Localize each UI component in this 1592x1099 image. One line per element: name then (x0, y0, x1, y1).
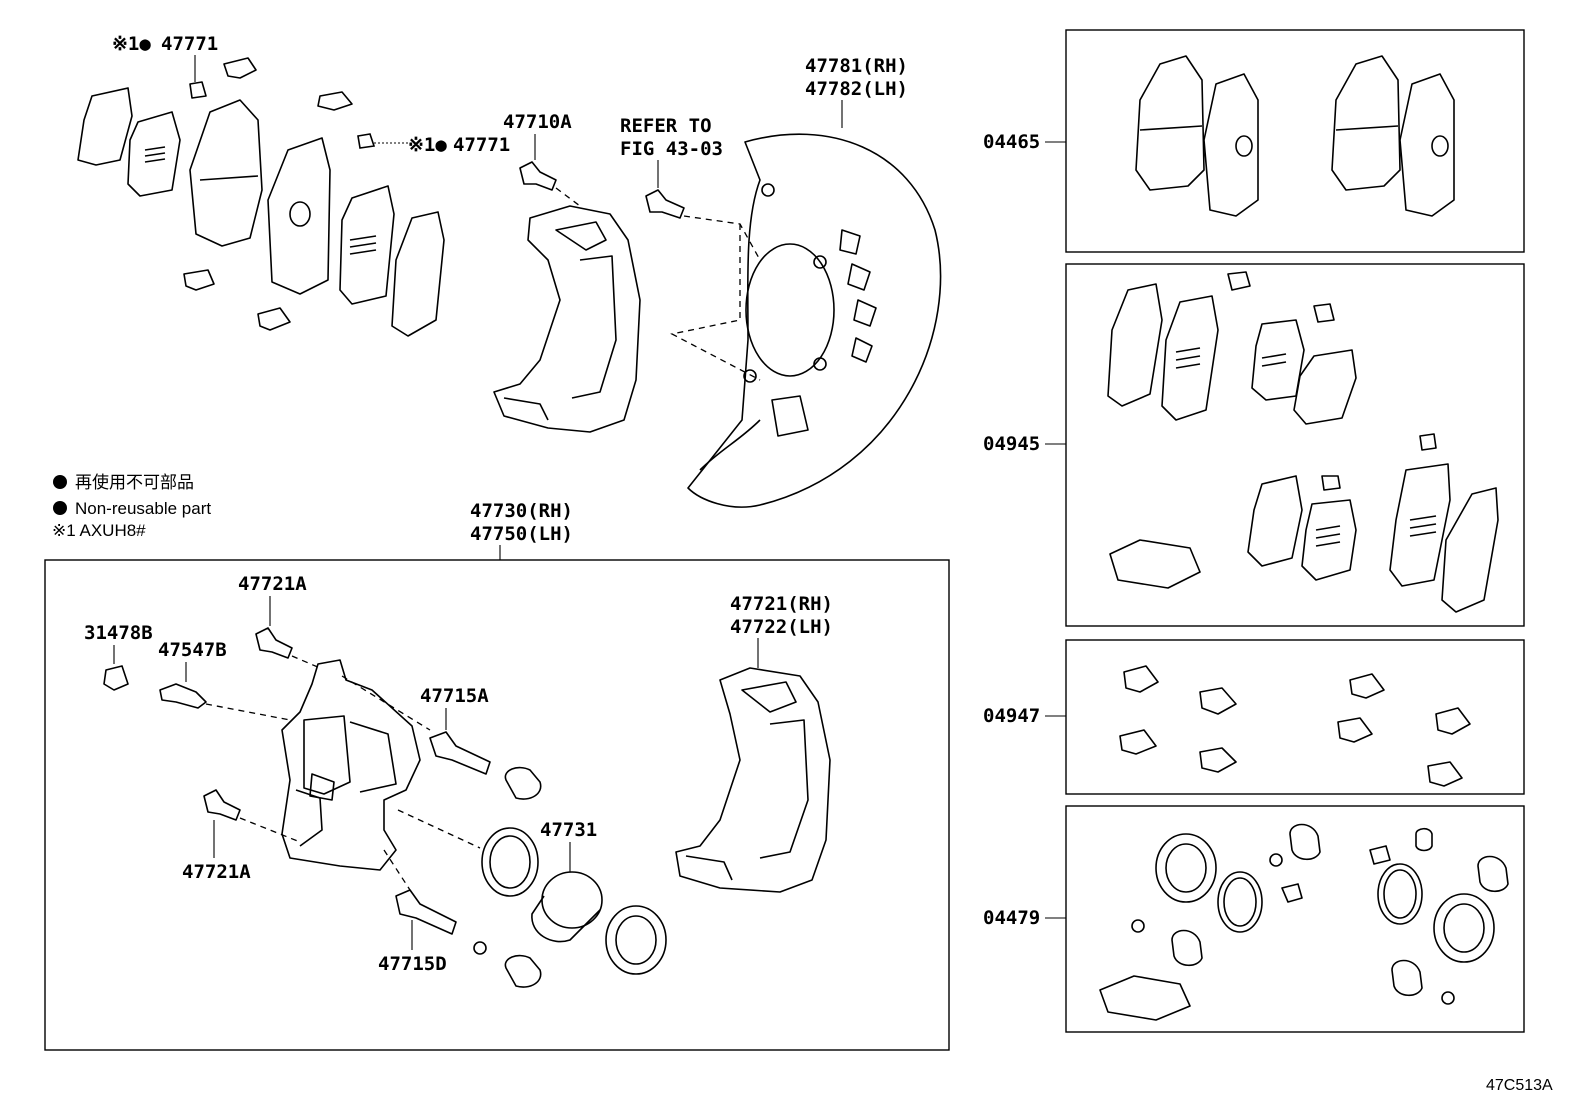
kit-shims-box (1065, 263, 1525, 627)
legend-bullet-2 (53, 501, 67, 515)
bolt-47721a-upper (255, 627, 293, 659)
clip-top-marks: ※1● (112, 33, 151, 55)
kit-pads-box (1065, 29, 1525, 253)
legend-line3: ※1 AXUH8# (52, 521, 146, 540)
pad-shim-group (77, 57, 445, 337)
bolt-47721a-lower (203, 789, 241, 821)
caliper-rh-label: 47730(RH) (470, 500, 573, 522)
shield-lh-label: 47782(LH) (805, 78, 908, 100)
clip-set-04947 (1119, 665, 1471, 787)
caliper-mounting-bracket (675, 667, 831, 893)
shim-set-04945 (1107, 271, 1499, 613)
bolt-refer (645, 189, 685, 219)
bolt-47710a (519, 161, 557, 191)
kit-shims-label: 04945 (983, 433, 1040, 455)
pin-a-label: 47715A (420, 685, 489, 707)
seal-set-04479 (1099, 823, 1509, 1021)
refer-line2: FIG 43-03 (620, 138, 723, 160)
small-washer (473, 941, 487, 955)
bolt-lower-label: 47721A (182, 861, 251, 883)
kit-clips-box (1065, 639, 1525, 795)
bleeder-47547b (159, 683, 207, 709)
shield-rh-label: 47781(RH) (805, 55, 908, 77)
caliper-assembly-box (44, 559, 950, 1051)
boot-upper (504, 766, 542, 800)
bolt-upper-label: 47721A (238, 573, 307, 595)
kit-seals-box (1065, 805, 1525, 1033)
clip-top-label: 47771 (161, 33, 218, 55)
mount-lh-label: 47722(LH) (730, 616, 833, 638)
bolt-mount-label: 47710A (503, 111, 572, 133)
refer-line1: REFER TO (620, 115, 712, 137)
caliper-body (281, 659, 421, 871)
mount-rh-label: 47721(RH) (730, 593, 833, 615)
caliper-lh-label: 47750(LH) (470, 523, 573, 545)
clip-mid-marks: ※1● (408, 134, 447, 156)
pin-47715a (429, 731, 491, 775)
cap-label: 31478B (84, 622, 153, 644)
piston-47731 (531, 871, 603, 943)
dust-boot (605, 905, 667, 975)
boot-lower (504, 954, 542, 988)
kit-clips-label: 04947 (983, 705, 1040, 727)
cap-31478b (103, 665, 129, 691)
pin-d-label: 47715D (378, 953, 447, 975)
legend-line1: 再使用不可部品 (75, 472, 194, 492)
legend-line2: Non-reusable part (75, 499, 211, 518)
kit-seals-label: 04479 (983, 907, 1040, 929)
disc-dust-shield (687, 133, 942, 508)
figure-code: 47C513A (1486, 1077, 1553, 1094)
kit-pads-label: 04465 (983, 131, 1040, 153)
caliper-mounting-bracket-top (493, 205, 641, 433)
pin-47715d (395, 889, 457, 935)
clip-mid-label: 47771 (453, 134, 510, 156)
legend-bullet-1 (53, 475, 67, 489)
piston-seal (481, 827, 539, 897)
pad-set-04465 (1135, 55, 1455, 217)
bleeder-label: 47547B (158, 639, 227, 661)
piston-label: 47731 (540, 819, 597, 841)
